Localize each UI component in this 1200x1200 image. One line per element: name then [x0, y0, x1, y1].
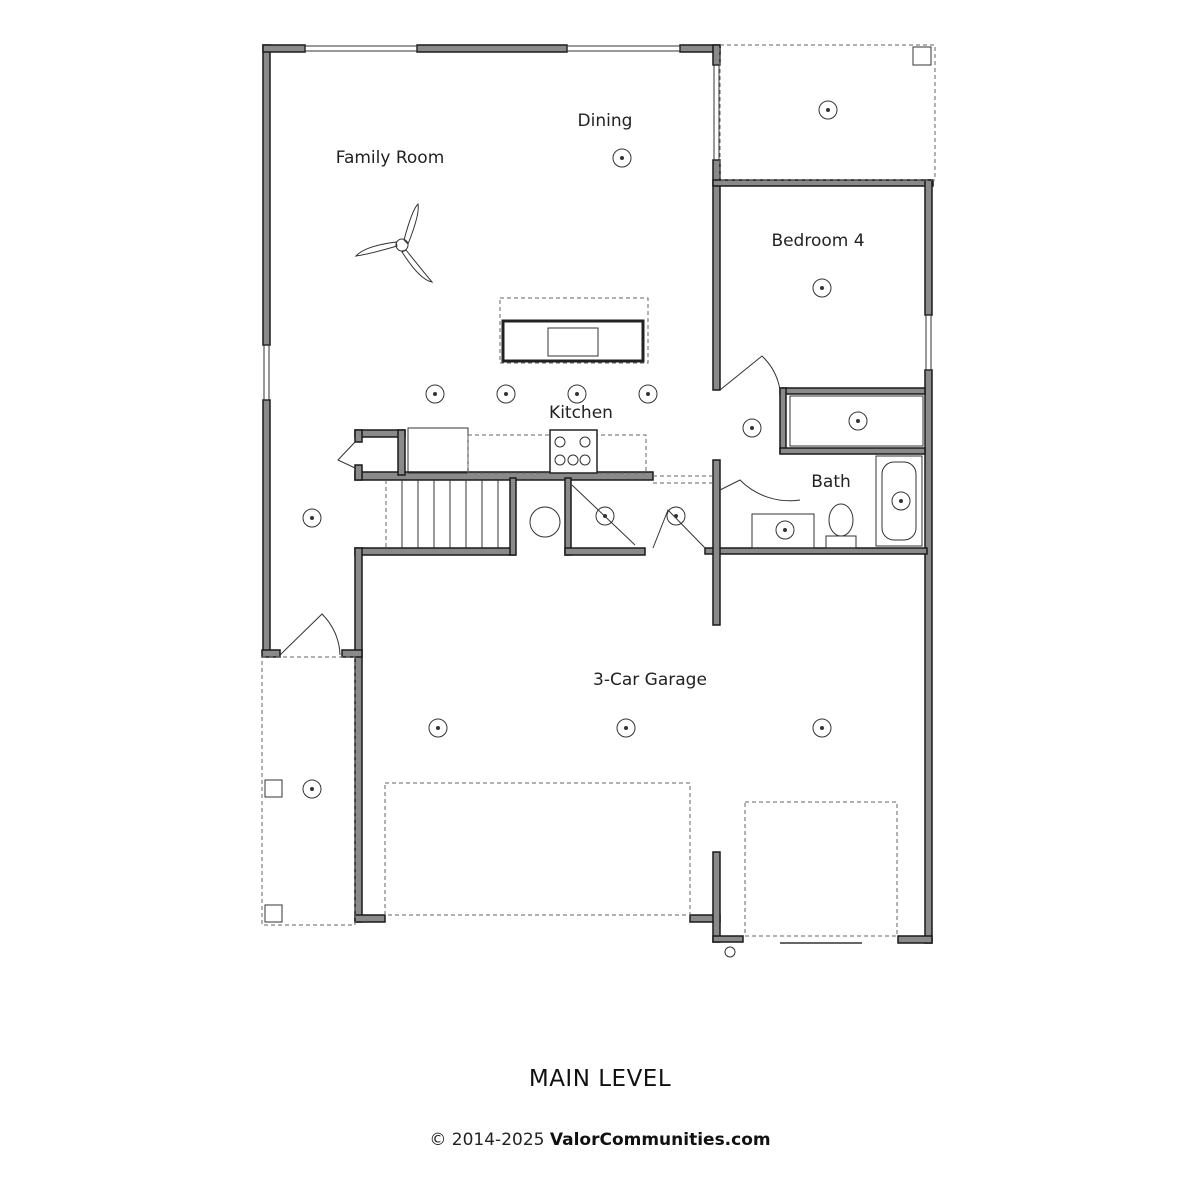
ceiling-light-center — [620, 156, 624, 160]
ceiling-light-icon — [848, 411, 868, 431]
room-label-dining: Dining — [578, 111, 633, 131]
ceiling-light-center — [433, 392, 437, 396]
ceiling-light-center — [624, 726, 628, 730]
room-label-garage: 3-Car Garage — [593, 670, 707, 690]
ceiling-light-icon — [496, 384, 516, 404]
ceiling-light-icon — [638, 384, 658, 404]
ceiling-light-center — [646, 392, 650, 396]
bath-fixtures — [751, 395, 924, 549]
level-title: MAIN LEVEL — [528, 1066, 672, 1092]
ceiling-light-center — [575, 392, 579, 396]
ceiling-light-center — [820, 726, 824, 730]
ceiling-light-icon — [616, 718, 636, 738]
ceiling-light-center — [826, 108, 830, 112]
ceiling-light-icon — [812, 278, 832, 298]
website-link[interactable]: ValorCommunities.com — [549, 1130, 771, 1150]
room-label-bath: Bath — [811, 472, 851, 492]
walls — [261, 44, 934, 944]
ceiling-light-center — [783, 528, 787, 532]
doors — [279, 355, 801, 656]
ceiling-light-center — [750, 426, 754, 430]
copyright-line: © 2014-2025 ValorCommunities.com — [0, 1130, 1200, 1150]
ceiling-light-center — [310, 516, 314, 520]
ceiling-fan-icon — [354, 202, 434, 283]
ceiling-light-center — [856, 419, 860, 423]
ceiling-lights — [302, 100, 911, 799]
windows — [263, 45, 932, 401]
ceiling-light-icon — [666, 506, 686, 526]
ceiling-light-center — [310, 787, 314, 791]
ceiling-light-center — [504, 392, 508, 396]
ceiling-light-icon — [567, 384, 587, 404]
ceiling-light-center — [603, 514, 607, 518]
garage-doors — [384, 782, 898, 944]
ceiling-light-icon — [595, 506, 615, 526]
ceiling-light-center — [820, 286, 824, 290]
copyright-text: © 2014-2025 — [429, 1130, 550, 1150]
ceiling-light-center — [674, 514, 678, 518]
ceiling-light-center — [899, 499, 903, 503]
ceiling-light-icon — [742, 418, 762, 438]
ceiling-light-icon — [612, 148, 632, 168]
ceiling-light-icon — [891, 491, 911, 511]
ceiling-light-icon — [818, 100, 838, 120]
stairs — [385, 480, 561, 548]
ceiling-light-icon — [812, 718, 832, 738]
room-label-kitchen: Kitchen — [549, 403, 613, 423]
ceiling-light-icon — [428, 718, 448, 738]
ceiling-light-icon — [302, 779, 322, 799]
room-label-family-room: Family Room — [336, 148, 445, 168]
ceiling-light-icon — [775, 520, 795, 540]
ceiling-light-icon — [425, 384, 445, 404]
hose-bib-icon — [724, 946, 736, 958]
kitchen-island — [499, 297, 649, 364]
room-label-bedroom-4: Bedroom 4 — [771, 231, 864, 251]
kitchen-counter — [407, 427, 647, 474]
patios — [261, 44, 936, 926]
ceiling-light-icon — [302, 508, 322, 528]
ceiling-light-center — [436, 726, 440, 730]
